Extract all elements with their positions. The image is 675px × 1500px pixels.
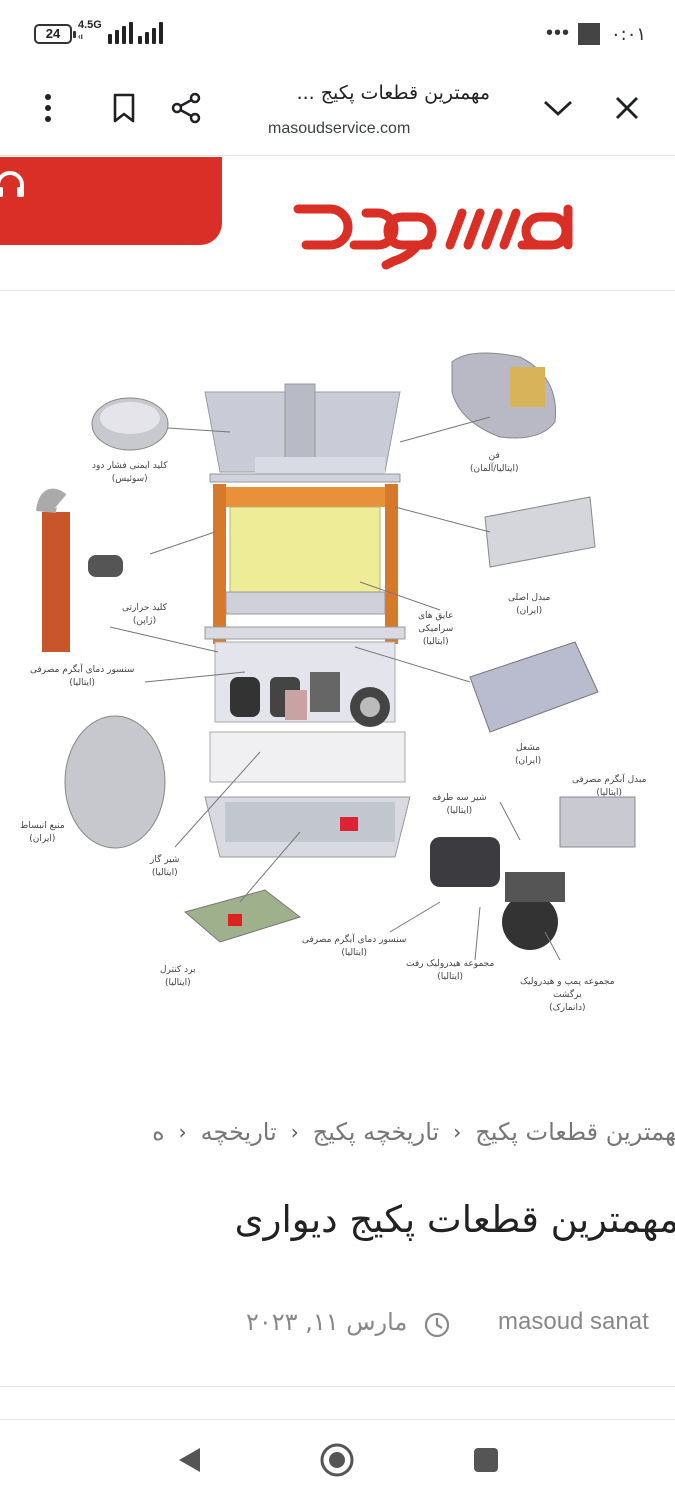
label-three-way-valve: شیر سه طرفه(ایتالیا) bbox=[432, 793, 487, 816]
system-nav-bar bbox=[0, 1420, 675, 1500]
breadcrumb-item-history[interactable]: تاریخچه bbox=[200, 1118, 277, 1146]
divider bbox=[0, 1419, 675, 1420]
boiler-diagram-drawing bbox=[36, 352, 636, 961]
label-gas-valve: شیر گاز(ایتالیا) bbox=[150, 855, 180, 878]
network-type: 4.5G‹ı bbox=[78, 19, 102, 42]
recents-icon[interactable] bbox=[473, 1447, 499, 1473]
label-thermostat: کلید حرارتی(ژاپن) bbox=[122, 603, 167, 626]
chevron-down-icon[interactable] bbox=[534, 84, 582, 132]
signal-strength-icon-2 bbox=[138, 22, 163, 44]
breadcrumb-separator-icon: ‹ bbox=[453, 1120, 462, 1144]
more-vert-icon[interactable] bbox=[24, 84, 72, 132]
article-date: مارس ۱۱, ۲۰۲۳ bbox=[246, 1308, 408, 1336]
notification-dots: ••• bbox=[546, 22, 571, 44]
label-plate-exchanger: مبدل آبگرم مصرفی(ایتالیا) bbox=[572, 775, 647, 798]
label-dhw-sensor-2: سنسور دمای آبگرم مصرفی(ایتالیا) bbox=[302, 935, 407, 958]
label-burner: مشعل(ایران) bbox=[515, 743, 542, 766]
breadcrumb-item-package-history[interactable]: تاریخچه پکیج bbox=[312, 1118, 440, 1146]
masoud-logo[interactable] bbox=[290, 187, 585, 271]
browser-toolbar: مهمترین قطعات پکیج ... masoudservice.com bbox=[0, 64, 675, 156]
site-banner[interactable] bbox=[0, 157, 222, 245]
breadcrumb-item-current[interactable]: مهمترین قطعات پکیج bbox=[475, 1118, 675, 1146]
boiler-parts-diagram: کلید ایمنی فشار دود(سوئیس) فن(ایتالیا/آل… bbox=[0, 292, 675, 1092]
page-title[interactable]: مهمترین قطعات پکیج ... bbox=[296, 82, 490, 104]
notification-icon bbox=[578, 23, 600, 45]
back-icon[interactable] bbox=[176, 1446, 202, 1474]
breadcrumb-item-partial[interactable]: ه bbox=[152, 1118, 165, 1146]
home-icon[interactable] bbox=[319, 1442, 355, 1478]
battery-level: 24 bbox=[45, 26, 61, 41]
label-pressure-switch: کلید ایمنی فشار دود(سوئیس) bbox=[92, 461, 168, 484]
divider bbox=[0, 1386, 675, 1387]
support-headset-icon[interactable] bbox=[0, 167, 30, 207]
breadcrumb-separator-icon: ‹ bbox=[178, 1120, 187, 1144]
clock-icon bbox=[424, 1312, 450, 1338]
label-dhw-sensor: سنسور دمای آبگرم مصرفی(ایتالیا) bbox=[30, 665, 135, 688]
signal-strength-icon bbox=[108, 22, 133, 44]
article-title: مهمترین قطعات پکیج دیواری bbox=[234, 1198, 675, 1241]
breadcrumb: ه ‹ تاریخچه ‹ تاریخچه پکیج ‹ مهمترین قطع… bbox=[0, 1118, 675, 1158]
label-control-board: برد کنترل(ایتالیا) bbox=[160, 965, 196, 988]
status-time: ۰:۰۱ bbox=[611, 24, 647, 45]
share-icon[interactable] bbox=[162, 84, 210, 132]
label-main-exchanger: مبدل اصلی(ایران) bbox=[508, 593, 551, 616]
bookmark-icon[interactable] bbox=[100, 84, 148, 132]
breadcrumb-separator-icon: ‹ bbox=[290, 1120, 299, 1144]
article-meta: مارس ۱۱, ۲۰۲۳ masoud sanat bbox=[0, 1306, 675, 1346]
label-expansion-tank: منبع انبساط(ایران) bbox=[20, 821, 65, 844]
label-fan: فن(ایتالیا/آلمان) bbox=[470, 451, 519, 474]
article-author[interactable]: masoud sanat bbox=[498, 1308, 649, 1335]
site-header bbox=[0, 157, 675, 291]
close-icon[interactable] bbox=[603, 84, 651, 132]
label-hydraulic-supply: مجموعه هیدرولیک رفت(ایتالیا) bbox=[406, 959, 495, 982]
page-domain[interactable]: masoudservice.com bbox=[268, 120, 411, 137]
status-bar: 24 4.5G‹ı ••• ۰:۰۱ bbox=[0, 0, 675, 64]
battery-icon: 24 bbox=[34, 24, 76, 44]
